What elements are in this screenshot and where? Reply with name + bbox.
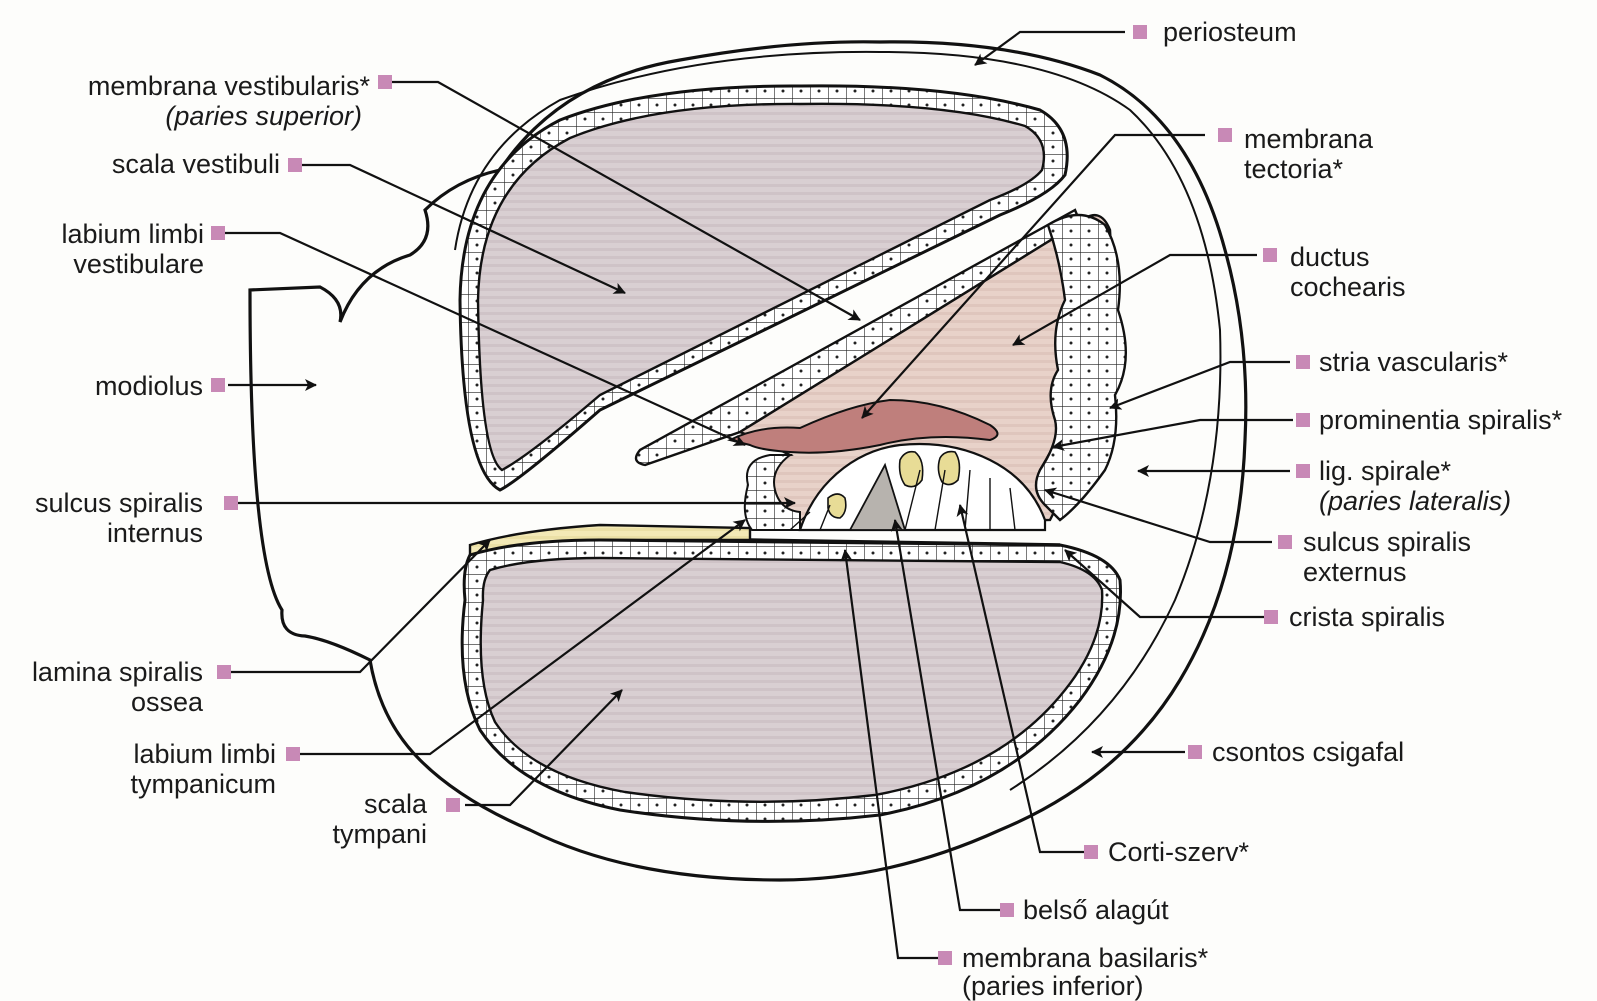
label-stria-vascularis: stria vascularis* [1319,347,1509,377]
label-labium-limbi-tympanicum-2: tympanicum [130,769,276,799]
scala-tympani-region [462,540,1120,821]
label-labium-limbi-tympanicum-1: labium limbi [133,739,276,769]
label-csontos-csigafal: csontos csigafal [1212,737,1404,767]
label-ductus-cochlearis-2: cochearis [1290,272,1406,302]
label-membrana-vestibularis: membrana vestibularis* [88,71,371,101]
label-lamina-spiralis-ossea-1: lamina spiralis [32,657,203,687]
label-modiolus: modiolus [95,371,203,401]
label-membrana-tectoria-2: tectoria* [1244,154,1344,184]
label-membrana-basilaris: membrana basilaris* [962,943,1209,973]
label-sulcus-spiralis-internus-2: internus [107,518,203,548]
label-scala-tympani-2: tympani [332,819,427,849]
label-sulcus-spiralis-internus-1: sulcus spiralis [35,488,203,518]
label-prominentia-spiralis: prominentia spiralis* [1319,405,1563,435]
label-lig-spirale-sub: (paries lateralis) [1319,486,1511,516]
label-belso-alagut: belső alagút [1023,895,1169,925]
label-scala-vestibuli: scala vestibuli [112,149,280,179]
label-membrana-vestibularis-sub: (paries superior) [165,101,362,131]
label-lamina-spiralis-ossea-2: ossea [131,687,204,717]
label-labium-limbi-vestibulare-1: labium limbi [61,219,204,249]
label-sulcus-spiralis-externus-2: externus [1303,557,1407,587]
label-membrana-basilaris-sub: (paries inferior) [962,971,1144,1001]
label-membrana-tectoria-1: membrana [1244,124,1374,154]
label-periosteum: periosteum [1163,17,1297,47]
label-corti-szerv: Corti-szerv* [1108,837,1250,867]
label-scala-tympani-1: scala [364,789,428,819]
label-crista-spiralis: crista spiralis [1289,602,1445,632]
label-labium-limbi-vestibulare-2: vestibulare [73,249,204,279]
label-sulcus-spiralis-externus-1: sulcus spiralis [1303,527,1471,557]
label-ductus-cochlearis-1: ductus [1290,242,1370,272]
label-lig-spirale: lig. spirale* [1319,456,1452,486]
